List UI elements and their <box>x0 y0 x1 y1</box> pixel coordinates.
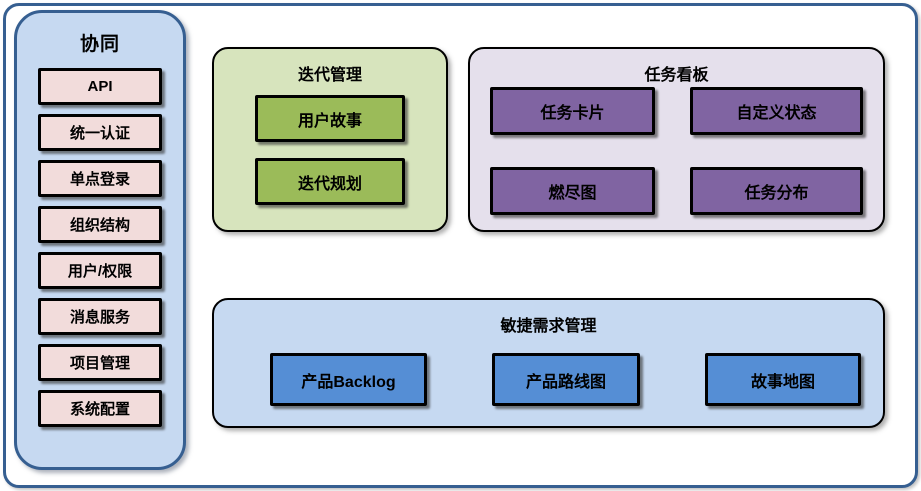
group-iteration-management: 迭代管理 用户故事 迭代规划 <box>212 47 448 232</box>
iteration-item-list: 用户故事 迭代规划 <box>214 95 446 205</box>
node-burndown-chart: 燃尽图 <box>490 167 655 215</box>
node-task-card: 任务卡片 <box>490 87 655 135</box>
sidebar-item-org-structure: 组织结构 <box>38 206 162 243</box>
group-agile-requirements: 敏捷需求管理 产品Backlog 产品路线图 故事地图 <box>212 298 885 428</box>
node-custom-status: 自定义状态 <box>690 87 863 135</box>
kanban-item-grid: 任务卡片 自定义状态 燃尽图 任务分布 <box>470 87 883 215</box>
node-story-map: 故事地图 <box>705 353 861 406</box>
sidebar-item-sso: 单点登录 <box>38 160 162 197</box>
node-iteration-planning: 迭代规划 <box>255 158 405 205</box>
group-iteration-title: 迭代管理 <box>297 67 362 84</box>
sidebar-item-api: API <box>38 68 162 105</box>
node-task-distribution: 任务分布 <box>690 167 863 215</box>
sidebar-item-system-config: 系统配置 <box>38 390 162 427</box>
group-kanban-title: 任务看板 <box>644 67 709 84</box>
agile-item-row: 产品Backlog 产品路线图 故事地图 <box>214 353 883 406</box>
sidebar-title: 协同 <box>79 34 120 55</box>
sidebar-item-project-management: 项目管理 <box>38 344 162 381</box>
node-user-story: 用户故事 <box>255 95 405 142</box>
sidebar-item-list: API 统一认证 单点登录 组织结构 用户/权限 消息服务 项目管理 系统配置 <box>17 68 183 427</box>
sidebar-item-message-service: 消息服务 <box>38 298 162 335</box>
sidebar-item-unified-auth: 统一认证 <box>38 114 162 151</box>
group-task-board: 任务看板 任务卡片 自定义状态 燃尽图 任务分布 <box>468 47 885 232</box>
sidebar-collaboration: 协同 API 统一认证 单点登录 组织结构 用户/权限 消息服务 项目管理 系统… <box>14 10 186 470</box>
node-product-backlog: 产品Backlog <box>270 353 427 406</box>
sidebar-item-user-permissions: 用户/权限 <box>38 252 162 289</box>
group-agile-title: 敏捷需求管理 <box>500 318 597 335</box>
node-product-roadmap: 产品路线图 <box>492 353 640 406</box>
